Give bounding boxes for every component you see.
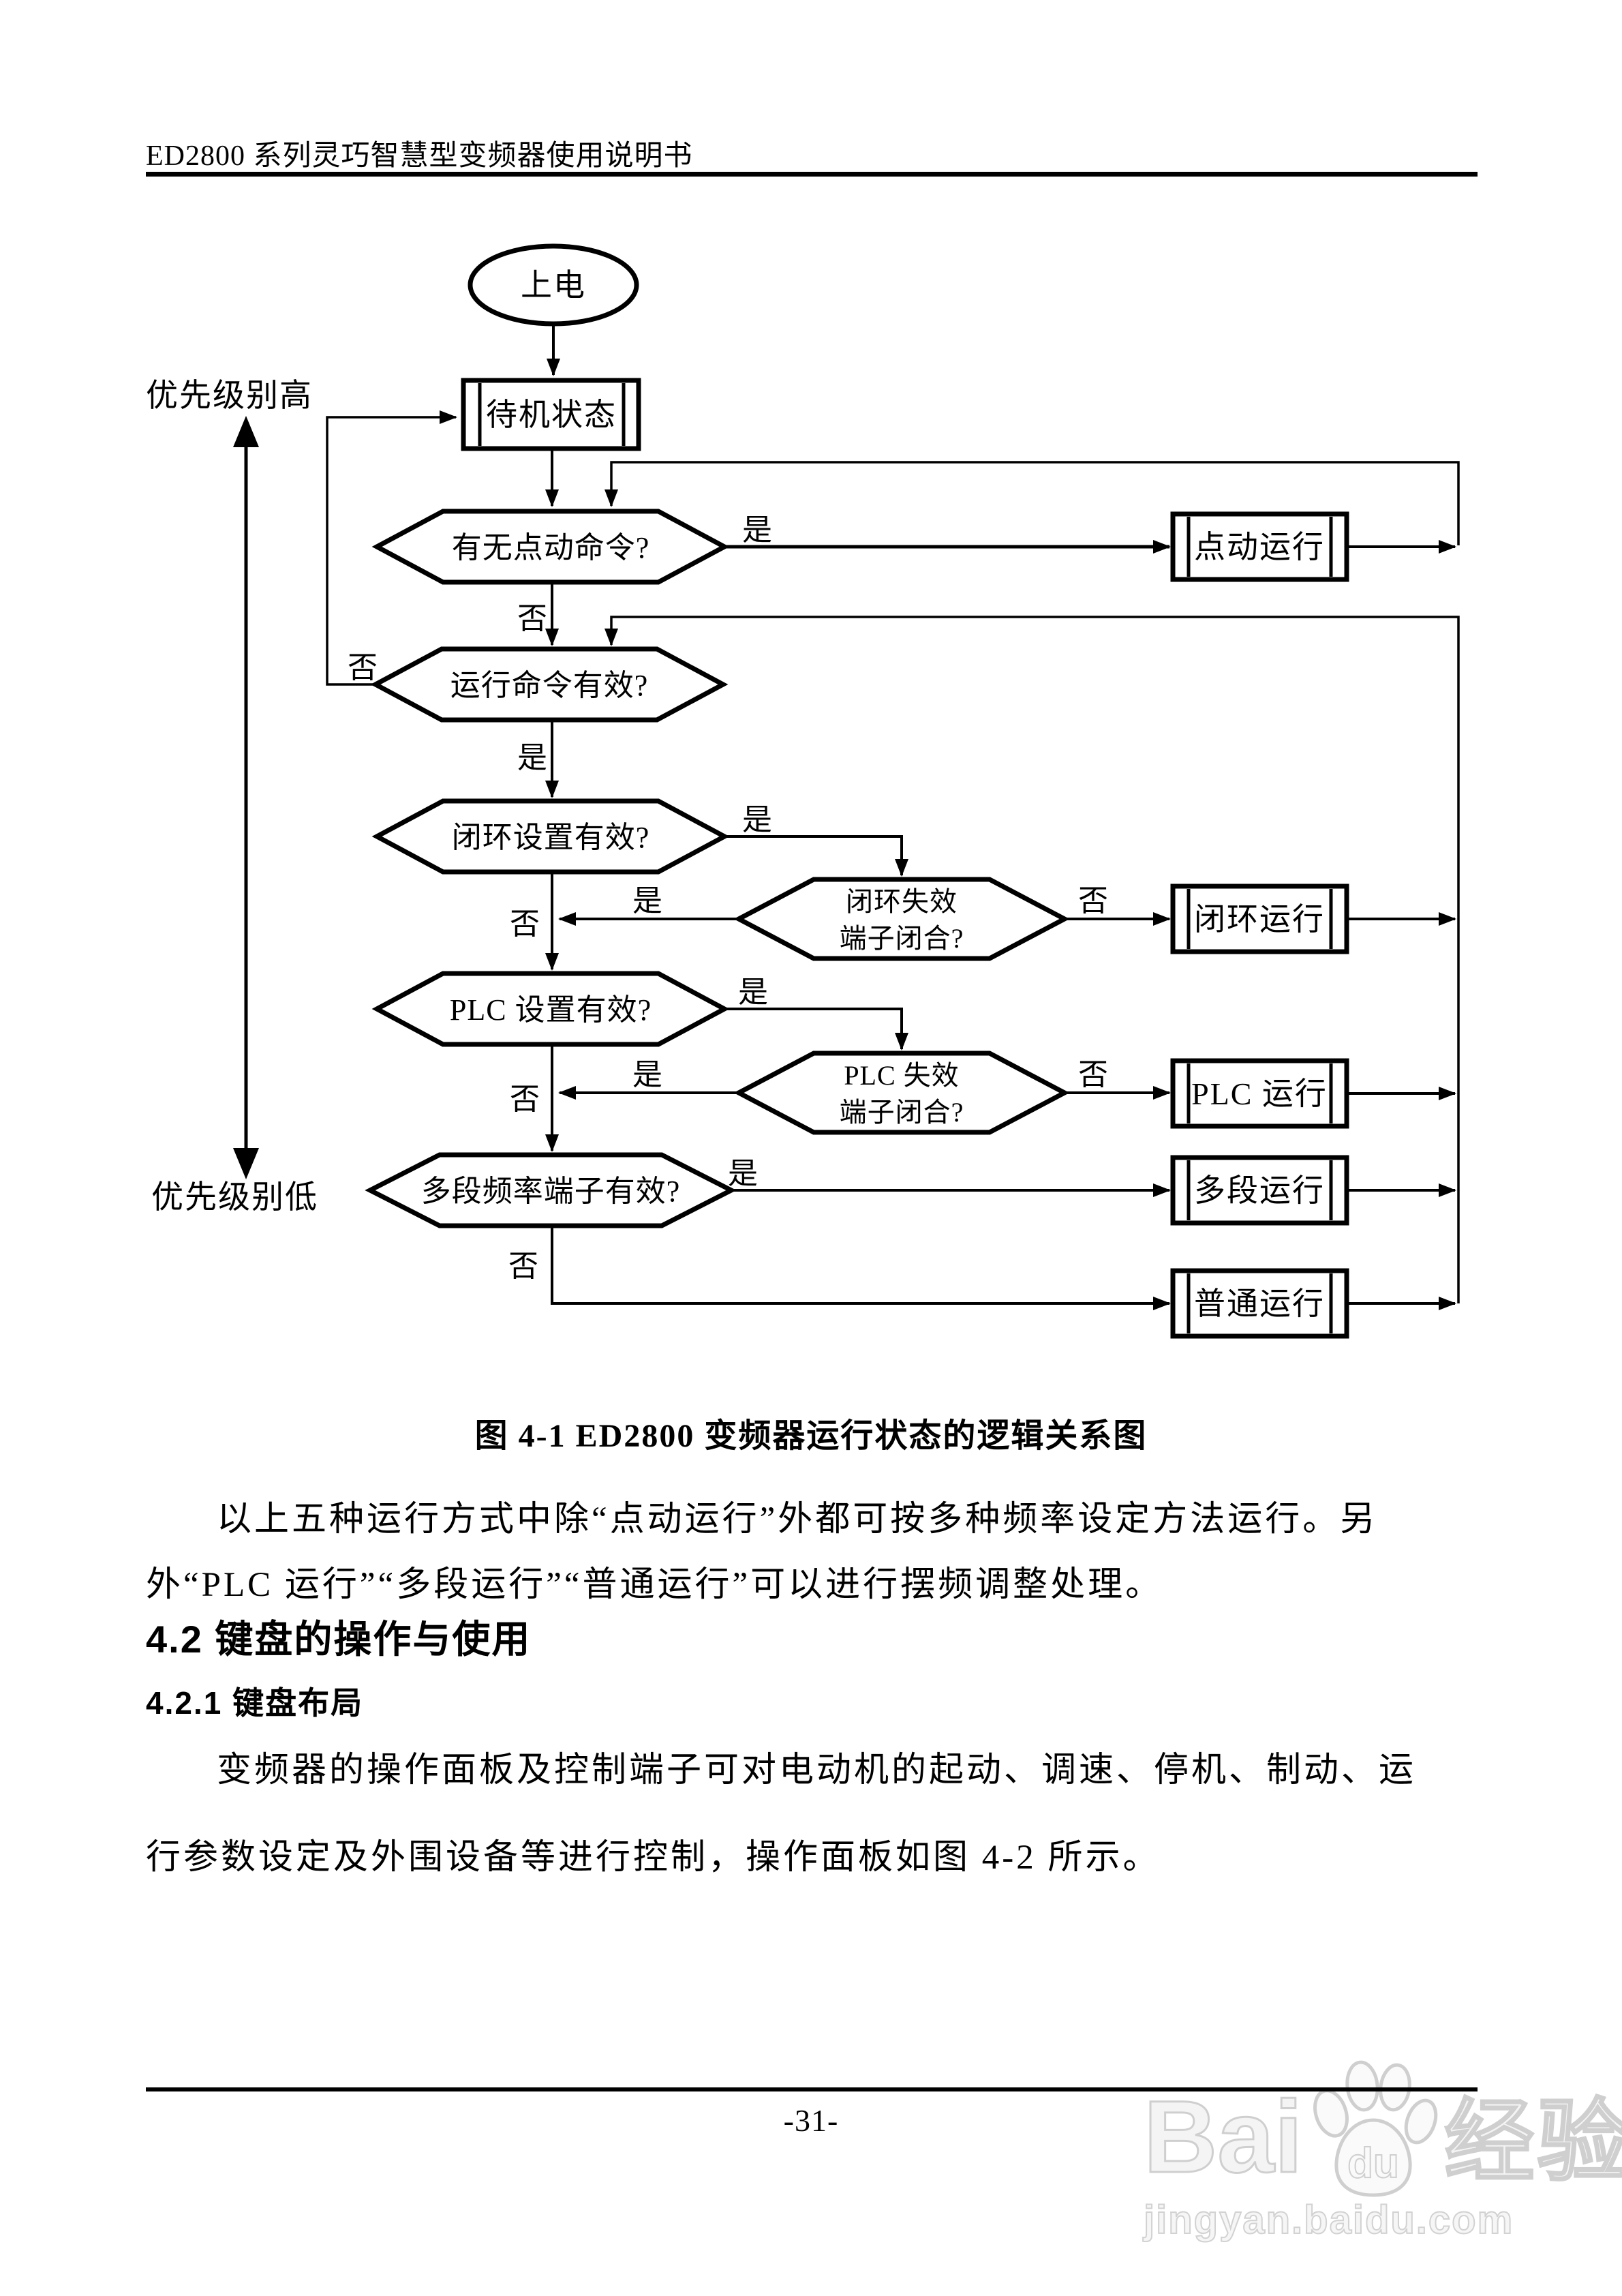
standby-label: 待机状态 [486,397,617,432]
node-jog-cmd [371,509,730,585]
no-label-plcset: 否 [510,1083,540,1116]
plc-run-label: PLC 运行 [1191,1076,1328,1111]
multi-freq-label: 多段频率端子有效? [421,1175,681,1208]
yes-label-jogcmd: 是 [742,513,772,547]
subsection-heading: 4.2.1 键盘布局 [146,1685,364,1721]
flow-edges [326,324,1460,1310]
multi-run-label: 多段运行 [1194,1173,1325,1208]
watermark-bai-text: Bai [1142,2079,1303,2194]
node-multi-freq [365,1152,737,1228]
normal-run-label: 普通运行 [1194,1286,1325,1321]
loop-fail-label-line2: 端子闭合? [840,923,964,954]
jog-cmd-label: 有无点动命令? [452,531,650,564]
paragraph1-line2: 外“PLC 运行”“多段运行”“普通运行”可以进行摆频调整处理。 [146,1566,1163,1604]
paragraph1-line1: 以上五种运行方式中除“点动运行”外都可按多种频率设定方法运行。另 [217,1500,1378,1539]
paragraph2-line2: 行参数设定及外围设备等进行控制，操作面板如图 4-2 所示。 [146,1839,1161,1877]
node-plc-run [1170,1058,1349,1129]
no-label-multifreq: 否 [508,1250,538,1283]
node-plc-fail [733,1051,1070,1135]
priority-arrow-down-icon [233,1148,259,1179]
start-label: 上电 [521,268,586,303]
node-start [468,243,639,327]
baidu-watermark: Bai du 经验 jingyan.baidu.com [1142,2060,1622,2243]
edge-loopset-yes [724,835,908,877]
yes-label-plcset: 是 [738,976,768,1009]
node-loop-run [1170,883,1349,954]
no-label-plcfail: 否 [1078,1058,1108,1091]
section-heading: 4.2 键盘的操作与使用 [146,1618,532,1661]
footer-rule [146,2087,1478,2091]
priority-low-label: 优先级别低 [151,1180,318,1215]
node-loop-set [371,798,730,875]
no-label-loopset: 否 [510,907,540,941]
node-run-cmd [370,646,729,723]
node-standby [461,378,641,451]
paragraph2-line1: 变频器的操作面板及控制端子可对电动机的起动、调速、停机、制动、运 [217,1751,1417,1789]
plc-set-label: PLC 设置有效? [450,993,652,1027]
page-number: -31- [783,2103,839,2138]
yes-label-loopfail: 是 [632,884,662,918]
jog-run-label: 点动运行 [1194,530,1325,564]
loop-set-label: 闭环设置有效? [452,821,650,854]
priority-axis-arrow [233,416,259,1179]
yes-label-runcmd: 是 [517,741,547,774]
edge-runmodes-loop-back [605,616,1460,1303]
node-jog-run [1170,511,1349,582]
node-loop-fail [733,877,1070,961]
header-rule [146,172,1478,177]
baidu-watermark-logo: Bai du 经验 [1142,2060,1622,2197]
figure-caption: 图 4-1 ED2800 变频器运行状态的逻辑关系图 [474,1418,1148,1454]
flow-nodes [365,243,1349,1339]
plc-fail-label-line1: PLC 失效 [844,1060,959,1091]
watermark-du-text: du [1348,2140,1400,2187]
watermark-url: jingyan.baidu.com [1143,2197,1514,2243]
yes-label-loopset: 是 [742,803,772,836]
edge-jogrun-loop-back [605,461,1460,545]
node-plc-set [371,971,730,1047]
yes-label-plcfail: 是 [632,1058,662,1091]
priority-arrow-up-icon [233,416,259,447]
loop-fail-label-line1: 闭环失效 [846,886,958,917]
priority-high-label: 优先级别高 [146,378,313,414]
watermark-suffix-text: 经验 [1443,2092,1622,2192]
yes-label-multifreq: 是 [728,1157,758,1190]
no-label-loopfail: 否 [1078,884,1108,918]
no-label-runcmd: 否 [348,651,378,684]
edge-plcset-yes [724,1008,908,1051]
edge-multifreq-no [551,1226,1171,1310]
edge-runcmd-no-standby [326,410,457,686]
loop-run-label: 闭环运行 [1194,902,1325,937]
node-multi-run [1170,1155,1349,1226]
plc-fail-label-line2: 端子闭合? [840,1097,964,1128]
node-normal-run [1170,1268,1349,1339]
no-label-jogcmd: 否 [517,602,547,635]
header-title: ED2800 系列灵巧智慧型变频器使用说明书 [146,140,693,172]
run-cmd-label: 运行命令有效? [450,669,649,702]
